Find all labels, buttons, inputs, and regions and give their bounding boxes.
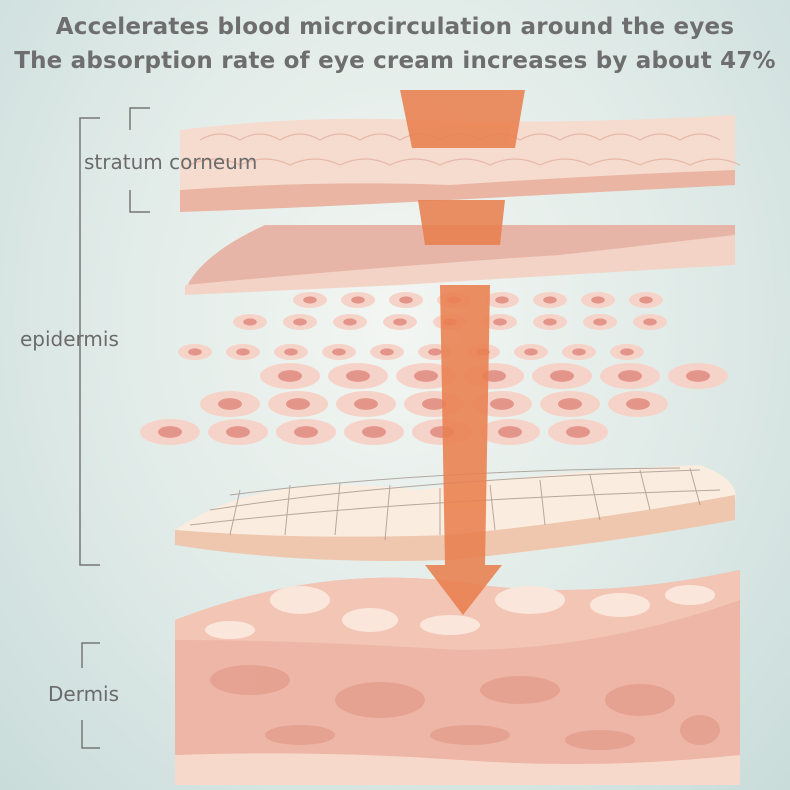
- cell-nucleus: [399, 296, 413, 304]
- epidermis-bracket: [79, 117, 100, 566]
- cell-nucleus: [643, 318, 657, 326]
- stratum-corneum-layer: [180, 115, 741, 212]
- cell-nucleus: [354, 398, 378, 410]
- cell-nucleus: [346, 370, 370, 382]
- headline-line-1: Accelerates blood microcirculation aroun…: [55, 14, 735, 40]
- cell-nucleus: [543, 296, 557, 304]
- cell-nucleus: [414, 370, 438, 382]
- cell-nucleus: [550, 370, 574, 382]
- cell-nucleus: [566, 426, 590, 438]
- cell-nucleus: [284, 348, 298, 356]
- granular-layer: [185, 225, 735, 295]
- cell-nucleus: [188, 348, 202, 356]
- cell-nucleus: [243, 318, 257, 326]
- cell-nucleus: [543, 318, 557, 326]
- dermis-bracket: [81, 642, 100, 749]
- cell-nucleus: [218, 398, 242, 410]
- cell-nucleus: [393, 318, 407, 326]
- dermis-layer: [175, 570, 740, 785]
- cell-nucleus: [686, 370, 710, 382]
- cell-nucleus: [226, 426, 250, 438]
- cell-nucleus: [362, 426, 386, 438]
- cell-nucleus: [495, 296, 509, 304]
- cell-nucleus: [293, 318, 307, 326]
- cell-nucleus: [422, 398, 446, 410]
- cell-nucleus: [618, 370, 642, 382]
- cell-nucleus: [236, 348, 250, 356]
- cell-nucleus: [332, 348, 346, 356]
- cell-nucleus: [294, 426, 318, 438]
- cell-nucleus: [558, 398, 582, 410]
- cell-nucleus: [158, 426, 182, 438]
- cell-nucleus: [303, 296, 317, 304]
- cell-nucleus: [639, 296, 653, 304]
- label-dermis: Dermis: [48, 682, 120, 706]
- cell-nucleus: [428, 348, 442, 356]
- cell-nucleus: [351, 296, 365, 304]
- cell-nucleus: [490, 398, 514, 410]
- spinous-cells: [140, 292, 728, 445]
- label-epidermis: epidermis: [20, 327, 119, 351]
- cell-nucleus: [572, 348, 586, 356]
- cell-nucleus: [380, 348, 394, 356]
- cell-nucleus: [498, 426, 522, 438]
- cell-nucleus: [524, 348, 538, 356]
- label-stratum-corneum: stratum corneum: [84, 150, 258, 174]
- cell-nucleus: [278, 370, 302, 382]
- headline-line-2: The absorption rate of eye cream increas…: [14, 48, 776, 74]
- cell-nucleus: [343, 318, 357, 326]
- cell-nucleus: [493, 318, 507, 326]
- brackets: [79, 107, 150, 749]
- absorption-arrow: [400, 90, 525, 615]
- cell-nucleus: [591, 296, 605, 304]
- cell-nucleus: [286, 398, 310, 410]
- cell-nucleus: [593, 318, 607, 326]
- stratum-corneum-bracket: [129, 107, 150, 213]
- cell-nucleus: [620, 348, 634, 356]
- cell-nucleus: [626, 398, 650, 410]
